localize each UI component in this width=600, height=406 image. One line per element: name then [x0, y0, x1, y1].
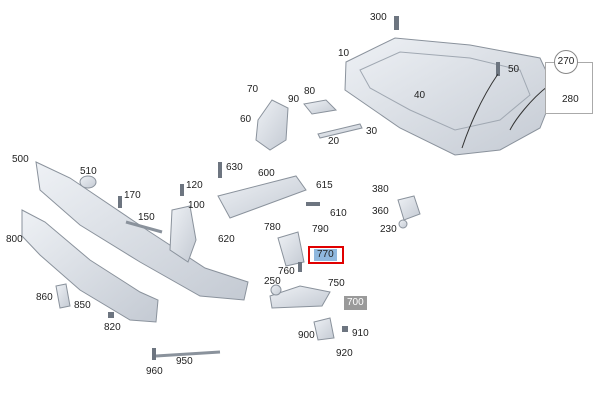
label-910[interactable]: 910	[352, 328, 369, 339]
label-510[interactable]: 510	[80, 166, 97, 177]
part-630-bolt[interactable]	[218, 162, 222, 178]
part-860-bracket[interactable]	[55, 283, 71, 309]
part-80-bracket[interactable]	[303, 99, 338, 115]
label-610[interactable]: 610	[330, 208, 347, 219]
part-360-bracket[interactable]	[397, 195, 421, 221]
label-280[interactable]: 280	[562, 94, 579, 105]
label-60[interactable]: 60	[240, 114, 252, 125]
label-960[interactable]: 960	[146, 366, 163, 377]
part-960-bolt[interactable]	[152, 348, 156, 360]
label-50[interactable]: 50	[508, 64, 520, 75]
part-170-bolt[interactable]	[118, 196, 122, 208]
label-820[interactable]: 820	[104, 322, 121, 333]
part-780-bracket[interactable]	[277, 231, 305, 267]
label-380[interactable]: 380	[372, 184, 389, 195]
part-20-rod[interactable]	[317, 123, 363, 139]
label-80[interactable]: 80	[304, 86, 316, 97]
label-860[interactable]: 860	[36, 292, 53, 303]
label-230[interactable]: 230	[380, 224, 397, 235]
part-610-bolt[interactable]	[306, 202, 320, 206]
label-10[interactable]: 10	[338, 48, 350, 59]
label-300[interactable]: 300	[370, 12, 387, 23]
label-790[interactable]: 790	[312, 224, 329, 235]
label-100[interactable]: 100	[188, 200, 205, 211]
part-500-bumper-beam[interactable]	[35, 161, 249, 301]
part-600-member[interactable]	[217, 175, 307, 219]
part-750-cover[interactable]	[269, 285, 331, 309]
label-770-selected[interactable]: 770	[314, 249, 337, 261]
part-300-bolt[interactable]	[394, 16, 399, 30]
part-230[interactable]	[398, 219, 408, 229]
part-250[interactable]	[270, 284, 282, 296]
label-30[interactable]: 30	[366, 126, 378, 137]
selected-part-highlight	[308, 246, 344, 264]
part-900-bracket[interactable]	[313, 317, 335, 341]
label-500[interactable]: 500	[12, 154, 29, 165]
part-510[interactable]	[79, 175, 97, 189]
label-90[interactable]: 90	[288, 94, 300, 105]
label-70[interactable]: 70	[247, 84, 259, 95]
part-60-bracket[interactable]	[255, 99, 289, 151]
label-600[interactable]: 600	[258, 168, 275, 179]
part-910-bolt[interactable]	[342, 326, 348, 332]
label-800[interactable]: 800	[6, 234, 23, 245]
label-20[interactable]: 20	[328, 136, 340, 147]
part-100-bracket[interactable]	[169, 205, 197, 263]
label-150[interactable]: 150	[138, 212, 155, 223]
label-170[interactable]: 170	[124, 190, 141, 201]
part-800-crossmember[interactable]	[21, 209, 159, 323]
label-360[interactable]: 360	[372, 206, 389, 217]
part-10-underbody-panel[interactable]	[344, 37, 556, 156]
label-900[interactable]: 900	[298, 330, 315, 341]
label-630[interactable]: 630	[226, 162, 243, 173]
label-750[interactable]: 750	[328, 278, 345, 289]
label-850[interactable]: 850	[74, 300, 91, 311]
part-820-bolt[interactable]	[108, 312, 114, 318]
label-40[interactable]: 40	[414, 90, 426, 101]
part-50-bolt[interactable]	[496, 62, 500, 76]
label-120[interactable]: 120	[186, 180, 203, 191]
label-950[interactable]: 950	[176, 356, 193, 367]
label-700[interactable]: 700	[344, 296, 367, 310]
label-620[interactable]: 620	[218, 234, 235, 245]
label-250[interactable]: 250	[264, 276, 281, 287]
label-920[interactable]: 920	[336, 348, 353, 359]
callout-label-270[interactable]: 270	[554, 50, 578, 74]
label-760[interactable]: 760	[278, 266, 295, 277]
part-120-bolt[interactable]	[180, 184, 184, 196]
label-780[interactable]: 780	[264, 222, 281, 233]
label-615[interactable]: 615	[316, 180, 333, 191]
part-760-bolt[interactable]	[298, 262, 302, 272]
